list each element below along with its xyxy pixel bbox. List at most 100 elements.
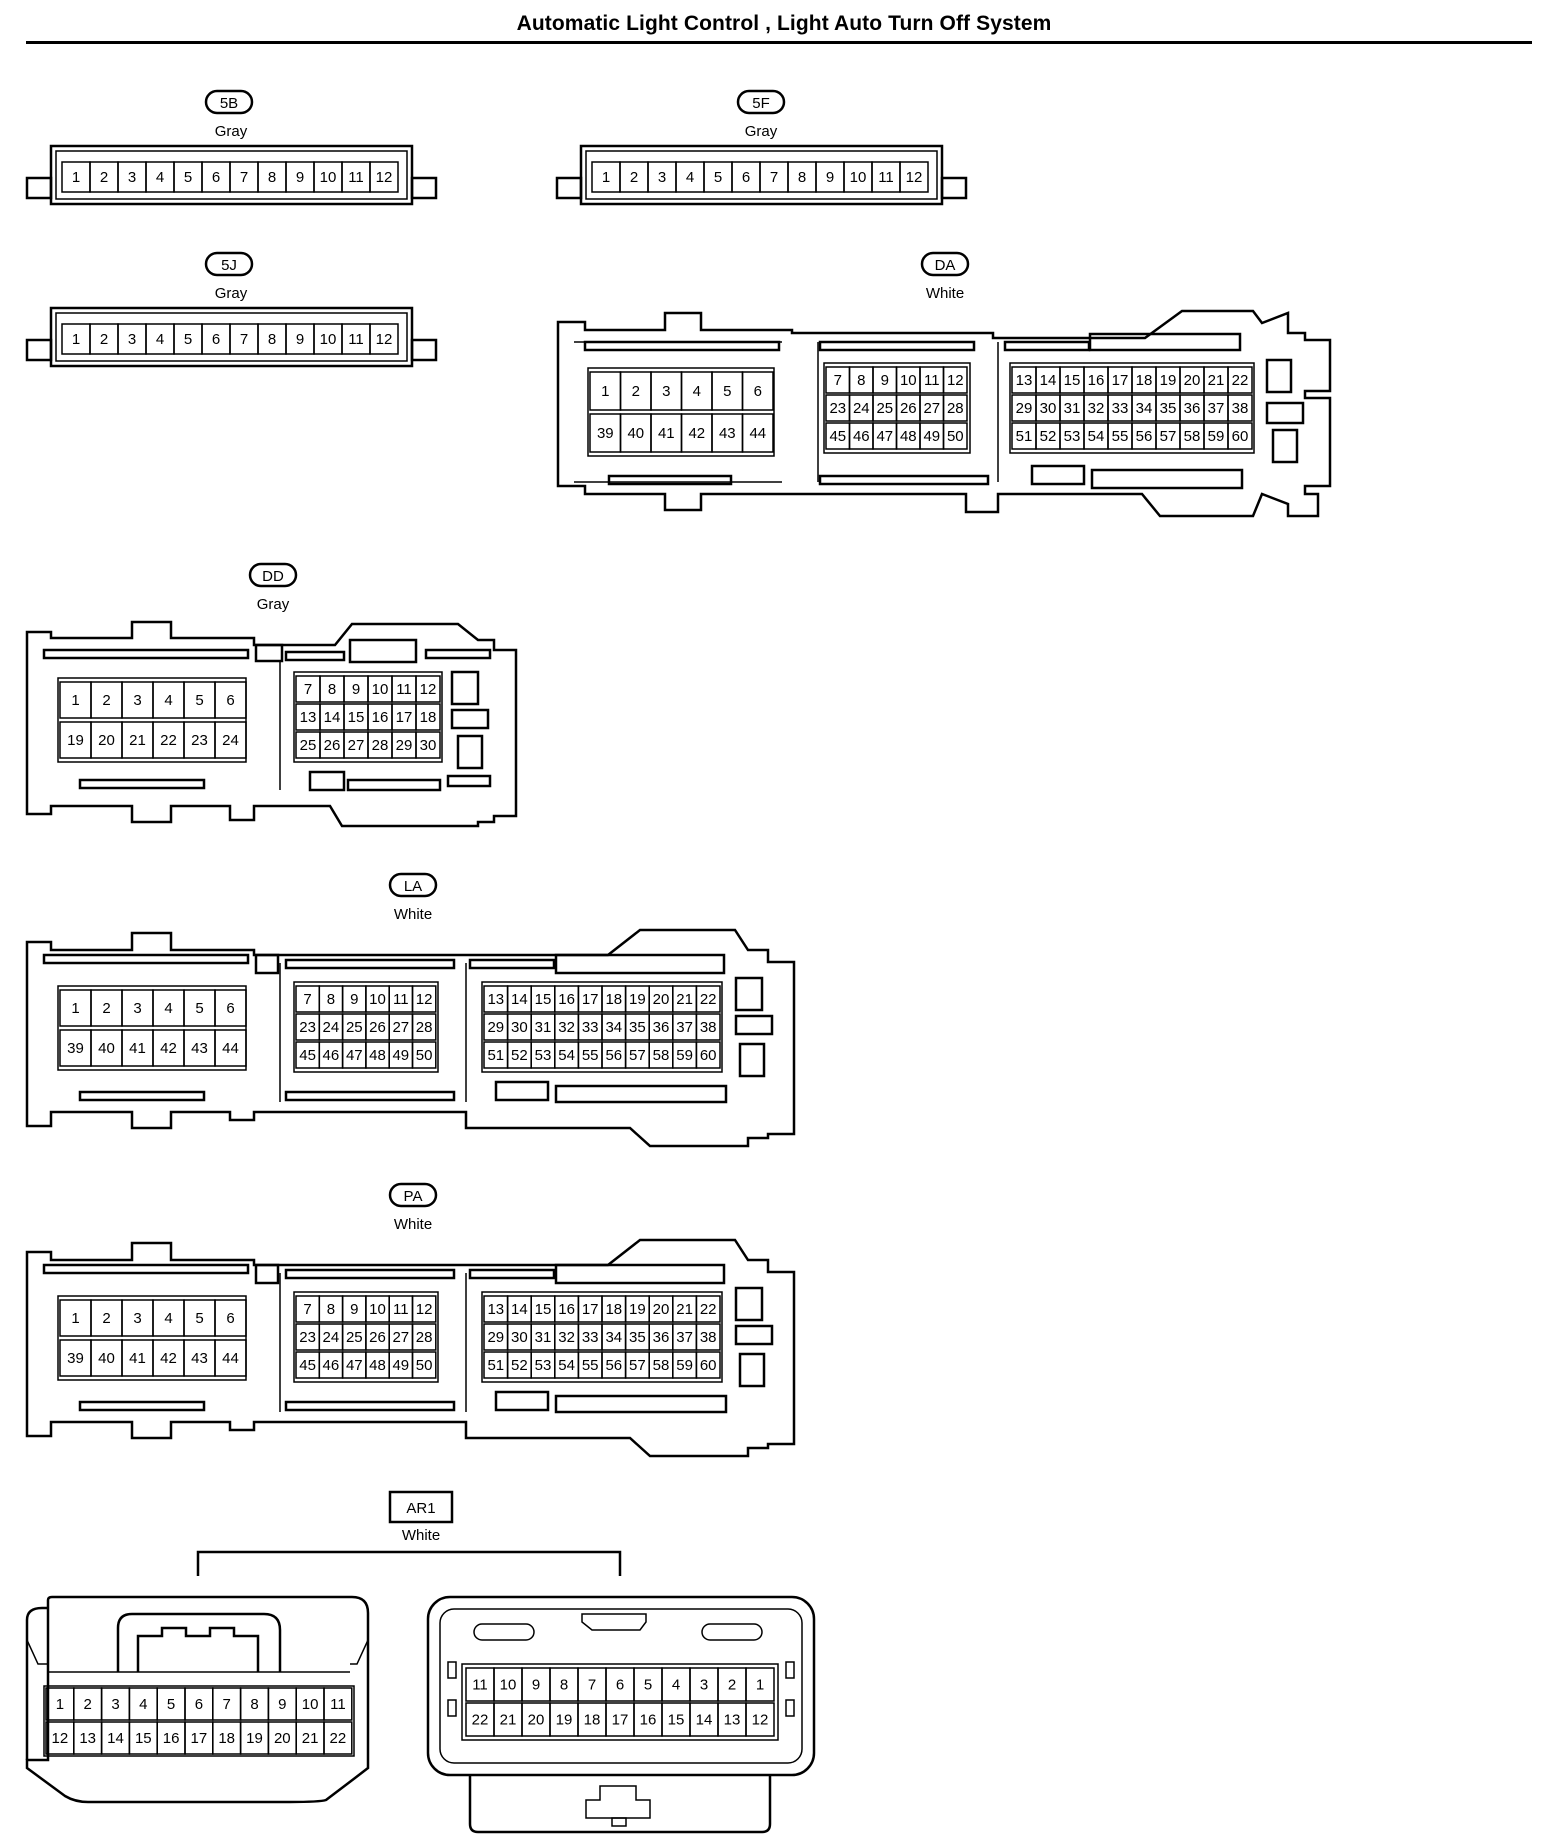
pin-number: 20 bbox=[1184, 372, 1201, 389]
pin-number: 47 bbox=[346, 1047, 363, 1064]
pin-number: 16 bbox=[1088, 372, 1105, 389]
pin-number: 12 bbox=[416, 1301, 433, 1318]
pin-number: 28 bbox=[947, 400, 964, 417]
pin-number: 40 bbox=[98, 1040, 115, 1057]
pin-number: 44 bbox=[222, 1350, 239, 1367]
latch-bar bbox=[554, 1263, 726, 1285]
pin-number: 34 bbox=[605, 1019, 622, 1036]
pin-number: 42 bbox=[160, 1040, 177, 1057]
side-window bbox=[1265, 358, 1293, 394]
connector-housing bbox=[579, 144, 944, 206]
pin-number: 20 bbox=[98, 732, 115, 749]
pin-block bbox=[293, 981, 439, 1073]
pin-block bbox=[461, 1663, 779, 1741]
pin-number: 42 bbox=[688, 425, 705, 442]
pin-number: 41 bbox=[658, 425, 675, 442]
pin-number: 10 bbox=[372, 681, 389, 698]
connector-code: DD bbox=[262, 568, 284, 585]
pin-cell bbox=[741, 413, 774, 453]
pin-number: 30 bbox=[511, 1019, 528, 1036]
pin-number: 1 bbox=[71, 692, 79, 709]
pin-number: 51 bbox=[487, 1047, 504, 1064]
pin-block bbox=[1009, 362, 1255, 454]
pin-number: 46 bbox=[323, 1357, 340, 1374]
latch-bar bbox=[494, 1080, 550, 1102]
pin-number: 3 bbox=[128, 169, 136, 186]
pin-number: 30 bbox=[511, 1329, 528, 1346]
pin-number: 15 bbox=[135, 1730, 152, 1747]
latch-bar bbox=[818, 340, 976, 352]
pin-number: 8 bbox=[328, 681, 336, 698]
pin-number: 6 bbox=[616, 1677, 624, 1694]
pin-number: 26 bbox=[369, 1329, 386, 1346]
connector-latch bbox=[585, 1785, 651, 1819]
pin-number: 4 bbox=[672, 1677, 680, 1694]
connector-code-badge bbox=[920, 251, 970, 277]
pin-number: 28 bbox=[416, 1019, 433, 1036]
pin-number: 32 bbox=[558, 1019, 575, 1036]
pin-number: 49 bbox=[392, 1047, 409, 1064]
pin-number: 18 bbox=[605, 1301, 622, 1318]
pin-cell bbox=[942, 394, 968, 422]
pin-number: 16 bbox=[163, 1730, 180, 1747]
pin-number: 44 bbox=[749, 425, 766, 442]
connector-color: Gray bbox=[215, 123, 248, 140]
connector-housing-detail bbox=[25, 1606, 48, 1621]
latch-bar bbox=[468, 958, 556, 970]
pin-block bbox=[57, 677, 247, 763]
pin-number: 1 bbox=[56, 1696, 64, 1713]
latch-bar bbox=[554, 953, 726, 975]
pin-number: 33 bbox=[582, 1329, 599, 1346]
pin-number: 22 bbox=[700, 1301, 717, 1318]
connector-housing-inner bbox=[585, 150, 938, 200]
pin-number: 15 bbox=[1064, 372, 1081, 389]
latch-bar bbox=[284, 1400, 456, 1412]
pin-number: 17 bbox=[582, 991, 599, 1008]
pin-number: 39 bbox=[67, 1350, 84, 1367]
pin-cell bbox=[214, 1029, 247, 1067]
connector-color: Gray bbox=[215, 285, 248, 302]
pin-number: 46 bbox=[323, 1047, 340, 1064]
pin-cell bbox=[411, 1041, 437, 1069]
latch-bar bbox=[254, 953, 280, 975]
connector-code: LA bbox=[404, 878, 422, 895]
pin-number: 8 bbox=[268, 331, 276, 348]
pin-number: 15 bbox=[668, 1712, 685, 1729]
latch-bar bbox=[78, 1400, 206, 1412]
pin-number: 10 bbox=[900, 372, 917, 389]
pin-number: 29 bbox=[396, 737, 413, 754]
pin-number: 31 bbox=[535, 1019, 552, 1036]
pin-cell bbox=[214, 989, 247, 1027]
pin-number: 6 bbox=[195, 1696, 203, 1713]
pin-number: 30 bbox=[1040, 400, 1057, 417]
pin-number: 3 bbox=[662, 383, 670, 400]
pin-number: 47 bbox=[346, 1357, 363, 1374]
pin-number: 52 bbox=[511, 1357, 528, 1374]
pin-number: 9 bbox=[296, 169, 304, 186]
connector-housing bbox=[25, 928, 796, 1148]
pin-number: 1 bbox=[756, 1677, 764, 1694]
pin-number: 40 bbox=[98, 1350, 115, 1367]
pin-number: 15 bbox=[535, 1301, 552, 1318]
pin-number: 57 bbox=[1160, 428, 1177, 445]
pin-number: 41 bbox=[129, 1350, 146, 1367]
pin-cell bbox=[899, 161, 929, 193]
pin-cell bbox=[1227, 394, 1253, 422]
latch-bar bbox=[607, 474, 733, 486]
pin-cell bbox=[369, 161, 399, 193]
pin-number: 51 bbox=[487, 1357, 504, 1374]
pin-number: 4 bbox=[156, 169, 164, 186]
pin-number: 25 bbox=[346, 1019, 363, 1036]
